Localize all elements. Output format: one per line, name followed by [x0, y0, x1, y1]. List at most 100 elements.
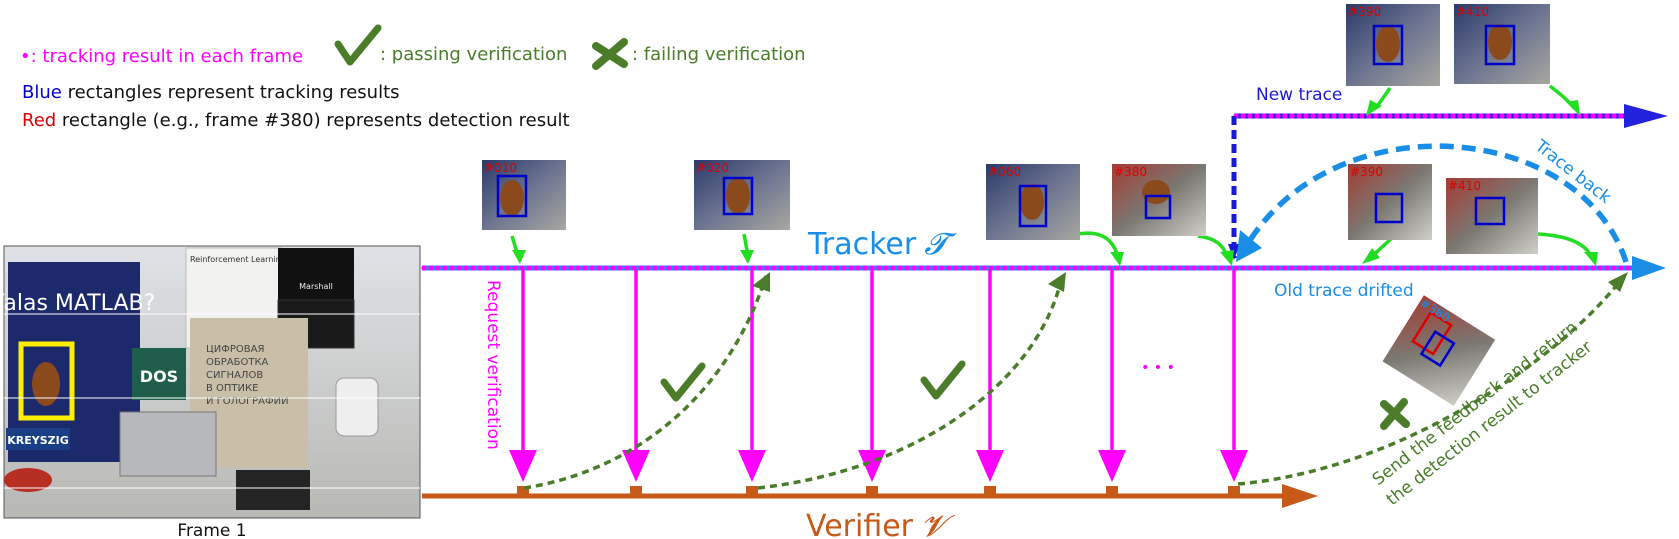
tracking-dot: [1597, 265, 1603, 271]
tracking-dot: [1625, 265, 1631, 271]
svg-text:Reinforcement Learning: Reinforcement Learning: [190, 255, 286, 264]
request-arrowhead: [976, 450, 1004, 482]
tracking-dot: [897, 265, 903, 271]
tracking-dot: [449, 265, 455, 271]
tracking-dot: [1212, 265, 1218, 271]
tracking-dot: [925, 265, 931, 271]
tracking-dot: [1296, 113, 1302, 119]
tracking-dot: [1429, 265, 1435, 271]
legend-red-word: Red: [22, 110, 57, 131]
tracking-dot: [1268, 265, 1274, 271]
tracking-dot: [1324, 113, 1330, 119]
tracking-dot: [1499, 113, 1505, 119]
tracking-dot: [883, 265, 889, 271]
tracking-dot: [1436, 265, 1442, 271]
old-trace-label: Old trace drifted: [1274, 281, 1414, 301]
svg-text:ЦИФРОВАЯ: ЦИФРОВАЯ: [206, 344, 264, 355]
tracking-dot: [491, 265, 497, 271]
request-arrowhead: [1220, 450, 1248, 482]
kreyszig-book: [6, 428, 70, 450]
tracking-dot: [1366, 265, 1372, 271]
tracking-dot: [582, 265, 588, 271]
verifier-mark: [630, 486, 642, 498]
tracking-dot: [1079, 265, 1085, 271]
check-icon-2: [920, 360, 966, 400]
legend-fail: : failing verification: [632, 44, 806, 65]
tracking-dot: [785, 265, 791, 271]
tracking-dot: [869, 265, 875, 271]
tracking-dot: [1121, 265, 1127, 271]
tracking-dot: [1548, 113, 1554, 119]
tracking-dot: [1149, 265, 1155, 271]
tracker-symbol: 𝓣: [924, 227, 957, 262]
tracking-dot: [1506, 113, 1512, 119]
tracking-dot: [1541, 265, 1547, 271]
tracking-dot: [1331, 265, 1337, 271]
tracking-dot: [771, 265, 777, 271]
tracking-dot: [624, 265, 630, 271]
tracking-dot: [1478, 113, 1484, 119]
return-curve-2: [757, 275, 1064, 490]
tracking-dot: [848, 265, 854, 271]
tracking-dot: [1107, 265, 1113, 271]
tracking-dot: [1471, 265, 1477, 271]
tracking-dot: [1373, 113, 1379, 119]
tracking-dot: [1590, 113, 1596, 119]
tracker-arrowhead: [1632, 256, 1666, 280]
legend-blue-word: Blue: [22, 82, 62, 103]
verifier-marks: [517, 486, 1240, 498]
tracker-word: Tracker: [807, 227, 917, 262]
tracking-dot: [1030, 265, 1036, 271]
tracking-dot: [792, 265, 798, 271]
tracking-dot: [1464, 265, 1470, 271]
thumbnail-390-old: #390: [1348, 164, 1432, 240]
tracking-dot: [1100, 265, 1106, 271]
thumbnail-380: #380: [1112, 164, 1206, 236]
tracking-dot: [645, 265, 651, 271]
tracking-dot: [708, 265, 714, 271]
request-arrowhead: [509, 450, 537, 482]
tracking-dot: [1527, 113, 1533, 119]
tracking-dot: [631, 265, 637, 271]
tracking-dot: [1611, 113, 1617, 119]
tracking-dot: [1275, 113, 1281, 119]
tracking-dot: [1310, 113, 1316, 119]
tracking-dot: [1226, 265, 1232, 271]
tracking-dot: [841, 265, 847, 271]
tracking-dot: [589, 265, 595, 271]
tracking-dot: [498, 265, 504, 271]
tracking-dot: [988, 265, 994, 271]
tracking-dot: [568, 265, 574, 271]
tracking-dot: [750, 265, 756, 271]
svg-text:#410: #410: [1448, 179, 1481, 193]
tracking-dot: [1275, 265, 1281, 271]
tracking-dot: [1562, 113, 1568, 119]
tracking-dot: [603, 265, 609, 271]
tracking-dot: [547, 265, 553, 271]
tracking-dot: [1233, 265, 1239, 271]
tracking-dot: [715, 265, 721, 271]
tracking-dot: [1065, 265, 1071, 271]
new-trace-dots: [1233, 113, 1624, 119]
tracking-dot: [1485, 265, 1491, 271]
verifier-arrowhead: [1282, 484, 1318, 508]
verifier-word: Verifier: [806, 509, 914, 539]
matlab-book-title: Falas MATLAB?: [0, 291, 155, 316]
tracking-dot: [1072, 265, 1078, 271]
tracking-dot: [946, 265, 952, 271]
svg-text:#390: #390: [1348, 5, 1381, 19]
tracking-dot: [456, 265, 462, 271]
bear: [32, 362, 60, 406]
svg-text:#380: #380: [1114, 165, 1147, 179]
tracking-dot: [1002, 265, 1008, 271]
tracking-dot: [1401, 265, 1407, 271]
tracking-dot: [1569, 265, 1575, 271]
frame-caption: Frame 1: [177, 521, 246, 539]
tracking-dot: [1408, 265, 1414, 271]
verifier-mark: [1106, 486, 1118, 498]
tracking-dot: [974, 265, 980, 271]
svg-text:KREYSZIG: KREYSZIG: [7, 434, 69, 447]
tracking-dot: [995, 265, 1001, 271]
